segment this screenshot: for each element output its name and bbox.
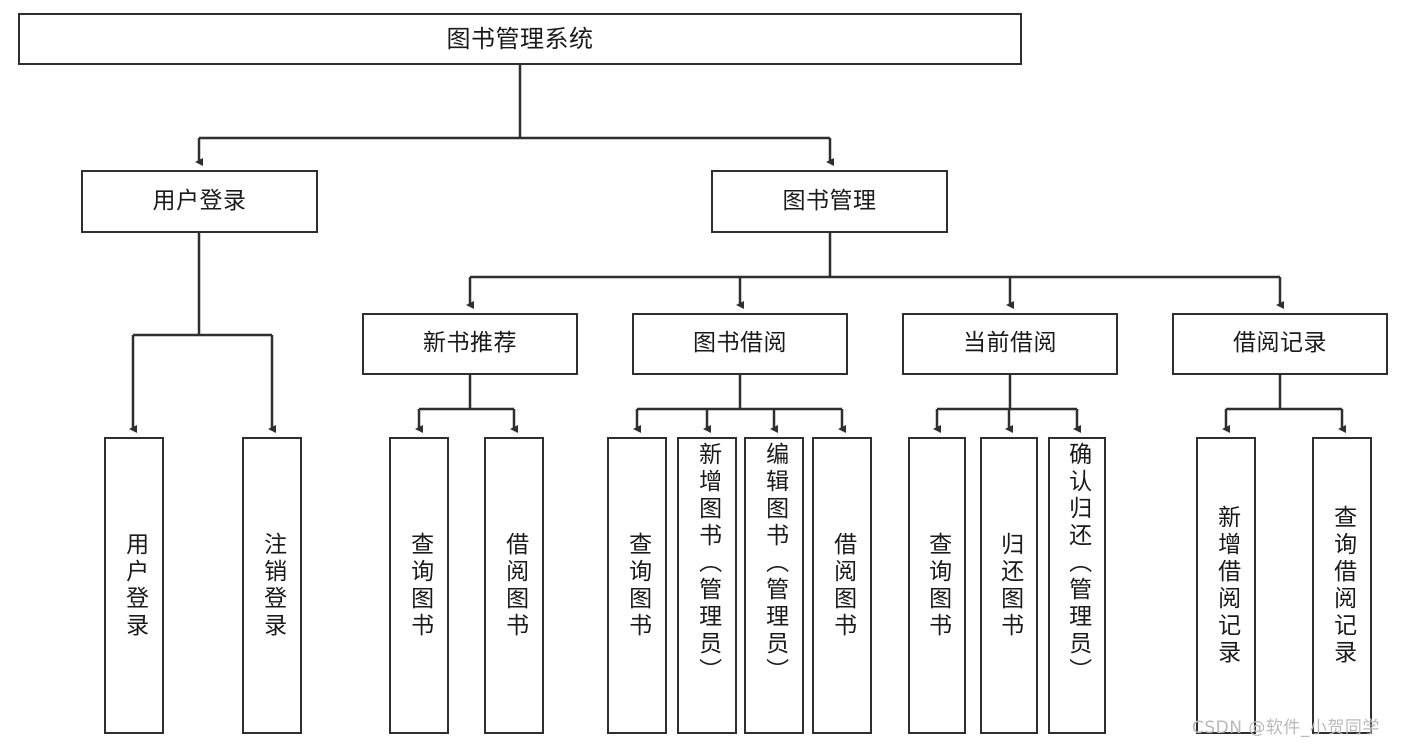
leaf-add-borrow-record[interactable]: 新增借阅记录: [1196, 437, 1256, 734]
leaf-label: 查询图书: [406, 531, 433, 640]
leaf-label: 借阅图书: [829, 531, 856, 640]
leaf-borrow-book[interactable]: 借阅图书: [812, 437, 872, 734]
csdn-watermark: CSDN @软件_小贺同学: [1192, 718, 1380, 738]
node-label: 用户登录: [152, 187, 247, 214]
leaf-label: 新增图书（管理员）: [694, 442, 721, 685]
node-borrow-record[interactable]: 借阅记录: [1172, 313, 1388, 375]
leaf-label: 编辑图书（管理员）: [761, 442, 788, 685]
leaf-label: 新增借阅记录: [1213, 504, 1240, 667]
leaf-add-book-admin[interactable]: 新增图书（管理员）: [677, 437, 737, 734]
node-root-label: 图书管理系统: [446, 24, 594, 53]
node-book-management[interactable]: 图书管理: [711, 170, 948, 233]
leaf-label: 查询借阅记录: [1329, 504, 1356, 667]
node-new-book-recommend[interactable]: 新书推荐: [362, 313, 578, 375]
leaf-query-book-recommend[interactable]: 查询图书: [389, 437, 449, 734]
node-current-borrow[interactable]: 当前借阅: [902, 313, 1118, 375]
leaf-return-book[interactable]: 归还图书: [980, 437, 1038, 734]
node-label: 图书借阅: [693, 330, 787, 357]
leaf-borrow-book-recommend[interactable]: 借阅图书: [484, 437, 544, 734]
leaf-label: 借阅图书: [501, 531, 528, 640]
leaf-label: 用户登录: [121, 531, 148, 640]
leaf-logout[interactable]: 注销登录: [242, 437, 302, 734]
leaf-label: 注销登录: [259, 531, 286, 640]
leaf-query-book-borrow[interactable]: 查询图书: [607, 437, 667, 734]
leaf-label: 查询图书: [624, 531, 651, 640]
leaf-query-book-current[interactable]: 查询图书: [908, 437, 966, 734]
node-label: 借阅记录: [1233, 330, 1327, 357]
leaf-edit-book-admin[interactable]: 编辑图书（管理员）: [744, 437, 804, 734]
leaf-label: 确认归还（管理员）: [1064, 442, 1091, 685]
node-label: 图书管理: [782, 187, 877, 214]
node-user-login[interactable]: 用户登录: [81, 170, 318, 233]
leaf-query-borrow-record[interactable]: 查询借阅记录: [1312, 437, 1372, 734]
leaf-label: 查询图书: [924, 531, 951, 640]
node-label: 新书推荐: [423, 330, 517, 357]
node-book-borrow[interactable]: 图书借阅: [632, 313, 848, 375]
node-label: 当前借阅: [963, 330, 1057, 357]
node-root-system[interactable]: 图书管理系统: [18, 13, 1022, 65]
leaf-user-login[interactable]: 用户登录: [104, 437, 164, 734]
leaf-confirm-return-admin[interactable]: 确认归还（管理员）: [1048, 437, 1106, 734]
leaf-label: 归还图书: [996, 531, 1023, 640]
